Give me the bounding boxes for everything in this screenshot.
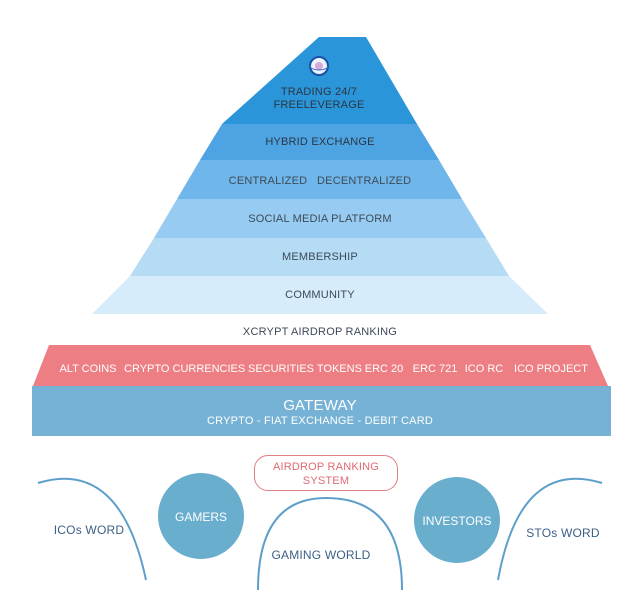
left-arc: [37, 477, 147, 581]
airdrop-system-line1: AIRDROP RANKING: [272, 461, 380, 473]
tokens-band-shape: [33, 345, 608, 386]
pyramid-tier-1: [222, 37, 417, 124]
token-ico-project: ICO PROJECT: [514, 363, 588, 375]
token-erc20: ERC 20: [364, 363, 404, 375]
investors-label: INVESTORS: [422, 514, 492, 528]
token-alt-coins: ALT COINS: [59, 363, 117, 375]
token-crypto-currencies: CRYPTO CURRENCIES: [124, 363, 246, 375]
airdrop-ranking-system-box: [254, 455, 398, 491]
airdrop-system-line2: SYSTEM: [302, 475, 350, 487]
token-erc721: ERC 721: [412, 363, 458, 375]
tier-1-label-line2: FREELEVERAGE: [273, 99, 365, 111]
icos-word-label: ICOs WORD: [53, 523, 125, 537]
bottom-arcs: [37, 477, 603, 591]
pyramid-tier-3: [177, 160, 462, 199]
pyramid-tier-2: [200, 124, 439, 160]
pyramid: [92, 37, 548, 314]
tier-6-label: COMMUNITY: [285, 289, 355, 301]
globe-logo-icon: [309, 56, 329, 76]
token-ico-rc: ICO RC: [464, 363, 504, 375]
airdrop-ranking-label: XCRYPT AIRDROP RANKING: [242, 326, 398, 338]
right-arc: [497, 477, 603, 581]
gaming-world-label: GAMING WORLD: [271, 548, 371, 562]
tokens-band: [33, 345, 608, 386]
token-securities-tokens: SECURITIES TOKENS: [248, 363, 362, 375]
gamers-label: GAMERS: [174, 510, 227, 524]
tier-3-label: CENTRALIZED DECENTRALIZED: [228, 175, 412, 187]
pyramid-tier-4: [154, 199, 486, 238]
pyramid-tier-6: [92, 276, 548, 314]
tier-5-label: MEMBERSHIP: [282, 251, 358, 263]
tier-4-label: SOCIAL MEDIA PLATFORM: [248, 213, 392, 225]
investors-circle: INVESTORS: [414, 477, 500, 563]
pyramid-tier-5: [130, 238, 509, 276]
tier-2-label: HYBRID EXCHANGE: [265, 136, 375, 148]
tier-1-label-line1: TRADING 24/7: [280, 86, 358, 98]
gamers-circle: GAMERS: [158, 473, 244, 559]
gateway-band: [32, 386, 611, 436]
stos-word-label: STOs WORD: [526, 526, 600, 540]
gateway-subtitle: CRYPTO - FIAT EXCHANGE - DEBIT CARD: [206, 415, 434, 427]
center-arc: [257, 496, 403, 591]
gateway-title: GATEWAY: [283, 397, 357, 414]
